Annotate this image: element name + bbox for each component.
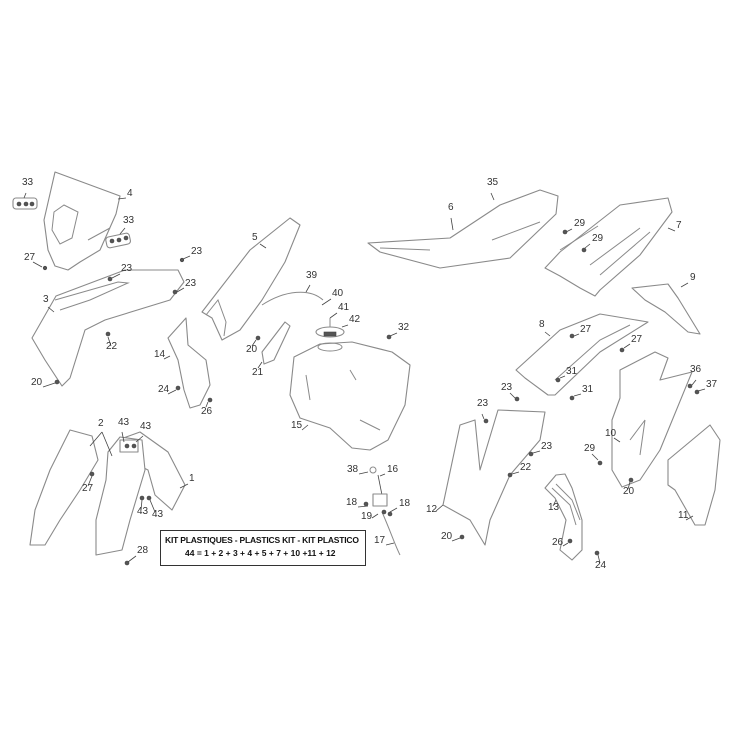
callout-32[interactable]: 32	[398, 322, 410, 333]
part-fuel-tap[interactable]	[369, 466, 401, 556]
callout-26[interactable]: 26	[552, 537, 564, 548]
callout-27[interactable]: 27	[82, 483, 94, 494]
callout-10[interactable]: 10	[605, 428, 617, 439]
callout-24[interactable]: 24	[595, 560, 607, 571]
part-seat[interactable]	[367, 189, 559, 269]
callout-29[interactable]: 29	[584, 443, 596, 454]
callout-20[interactable]: 20	[623, 486, 635, 497]
callout-35[interactable]: 35	[487, 177, 499, 188]
part-frame-guard-left[interactable]	[167, 317, 211, 409]
callout-14[interactable]: 14	[154, 349, 166, 360]
callout-24[interactable]: 24	[158, 384, 170, 395]
part-breather-hose[interactable]	[261, 291, 324, 306]
part-bracket[interactable]	[261, 321, 291, 365]
callout-36[interactable]: 36	[690, 364, 702, 375]
callout-28[interactable]: 28	[137, 545, 149, 556]
callout-15[interactable]: 15	[291, 420, 303, 431]
callout-2[interactable]: 2	[98, 418, 104, 429]
callout-3[interactable]: 3	[43, 294, 49, 305]
callout-42[interactable]: 42	[349, 314, 361, 325]
callout-23[interactable]: 23	[185, 278, 197, 289]
callout-40[interactable]: 40	[332, 288, 344, 299]
fasteners	[42, 229, 700, 566]
callout-43[interactable]: 43	[118, 417, 130, 428]
callout-6[interactable]: 6	[448, 202, 454, 213]
part-number-plate[interactable]	[667, 424, 721, 526]
kit-title: KIT PLASTIQUES - PLASTICS KIT - KIT PLAS…	[165, 535, 359, 545]
callout-12[interactable]: 12	[426, 504, 438, 515]
callout-27[interactable]: 27	[580, 324, 592, 335]
part-right-shroud[interactable]	[442, 409, 546, 546]
callout-23[interactable]: 23	[541, 441, 553, 452]
kit-formula: 44 = 1 + 2 + 3 + 4 + 5 + 7 + 10 +11 + 12	[185, 548, 336, 558]
callout-29[interactable]: 29	[574, 218, 586, 229]
callout-13[interactable]: 13	[548, 502, 560, 513]
callout-18[interactable]: 18	[346, 497, 358, 508]
callout-37[interactable]: 37	[706, 379, 718, 390]
callout-1[interactable]: 1	[189, 473, 195, 484]
callout-5[interactable]: 5	[252, 232, 258, 243]
part-frame-guard-right[interactable]	[544, 473, 583, 561]
callout-43[interactable]: 43	[140, 421, 152, 432]
callout-38[interactable]: 38	[347, 464, 359, 475]
callout-29[interactable]: 29	[592, 233, 604, 244]
callout-9[interactable]: 9	[690, 272, 696, 283]
callout-20[interactable]: 20	[246, 344, 258, 355]
callout-20[interactable]: 20	[441, 531, 453, 542]
callout-31[interactable]: 31	[566, 366, 578, 377]
callout-26[interactable]: 26	[201, 406, 213, 417]
part-fork-guards[interactable]	[29, 429, 146, 556]
callout-7[interactable]: 7	[676, 220, 682, 231]
part-rear-fender-support[interactable]	[515, 313, 649, 396]
callout-23[interactable]: 23	[121, 263, 133, 274]
callout-41[interactable]: 41	[338, 302, 350, 313]
part-left-shroud[interactable]	[31, 269, 185, 387]
callout-23[interactable]: 23	[501, 382, 513, 393]
callout-18[interactable]: 18	[399, 498, 411, 509]
part-headlight-mask[interactable]	[43, 171, 121, 271]
callout-43[interactable]: 43	[152, 509, 164, 520]
callout-27[interactable]: 27	[631, 334, 643, 345]
callout-31[interactable]: 31	[582, 384, 594, 395]
callout-33[interactable]: 33	[22, 177, 34, 188]
part-indicator-right[interactable]	[105, 232, 131, 249]
callout-11[interactable]: 11	[678, 510, 689, 521]
part-airbox-cover[interactable]	[201, 217, 301, 341]
callout-4[interactable]: 4	[127, 188, 133, 199]
callout-16[interactable]: 16	[387, 464, 399, 475]
part-side-panel[interactable]	[611, 351, 693, 488]
callout-19[interactable]: 19	[361, 511, 373, 522]
callout-33[interactable]: 33	[123, 215, 135, 226]
part-rear-mudflap[interactable]	[631, 283, 701, 335]
callout-27[interactable]: 27	[24, 252, 36, 263]
plastics-kit-box: KIT PLASTIQUES - PLASTICS KIT - KIT PLAS…	[160, 530, 366, 566]
callout-17[interactable]: 17	[374, 535, 386, 546]
callout-22[interactable]: 22	[520, 462, 532, 473]
callout-22[interactable]: 22	[106, 341, 118, 352]
callout-20[interactable]: 20	[31, 377, 43, 388]
callout-23[interactable]: 23	[191, 246, 203, 257]
part-fuel-cap[interactable]	[315, 318, 345, 338]
callout-39[interactable]: 39	[306, 270, 318, 281]
part-indicator-left[interactable]	[12, 197, 38, 210]
callout-8[interactable]: 8	[539, 319, 545, 330]
callout-43[interactable]: 43	[137, 506, 149, 517]
callout-23[interactable]: 23	[477, 398, 489, 409]
part-fuel-tank[interactable]	[289, 341, 411, 451]
part-rear-fender[interactable]	[544, 197, 673, 297]
callout-21[interactable]: 21	[252, 367, 264, 378]
